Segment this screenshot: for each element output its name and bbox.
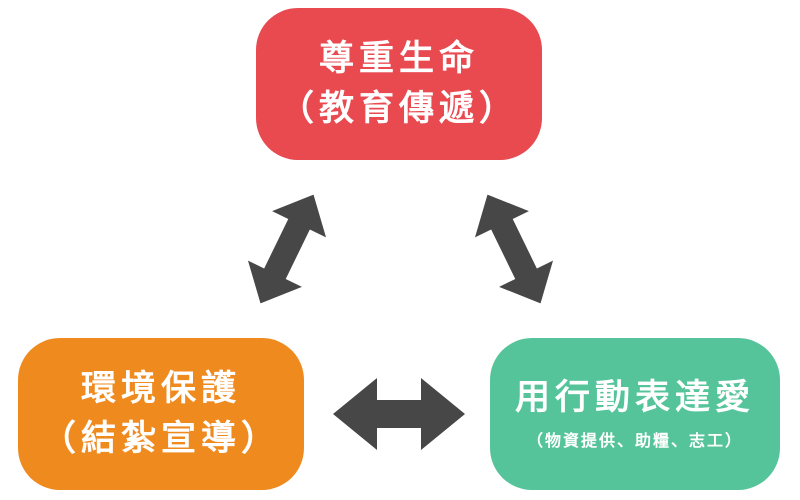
node-act-with-love-subtitle: （物資提供、助糧、志工） bbox=[526, 431, 743, 450]
node-environment-protection-title: 環境保護 bbox=[80, 369, 241, 409]
node-respect-life-subtitle: （教育傳遞） bbox=[278, 89, 519, 129]
node-environment-protection-subtitle: （結紮宣導） bbox=[40, 419, 281, 459]
node-respect-life: 尊重生命 （教育傳遞） bbox=[256, 8, 542, 160]
node-respect-life-title: 尊重生命 bbox=[318, 39, 479, 79]
node-act-with-love: 用行動表達愛 （物資提供、助糧、志工） bbox=[490, 338, 780, 490]
double-arrow-left-right bbox=[333, 378, 465, 450]
node-environment-protection: 環境保護 （結紮宣導） bbox=[18, 338, 304, 490]
node-act-with-love-title: 用行動表達愛 bbox=[514, 378, 755, 418]
double-arrow-top-right bbox=[474, 194, 554, 304]
double-arrow-top-left bbox=[247, 194, 327, 304]
